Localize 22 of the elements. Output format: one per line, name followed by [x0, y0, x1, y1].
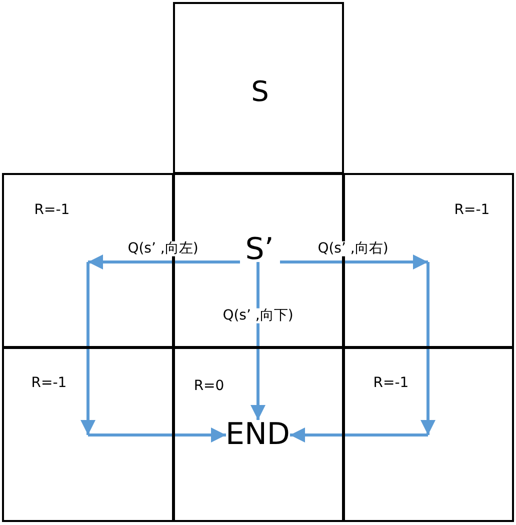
cell-label: R=-1: [34, 203, 70, 217]
state-label: S’: [240, 238, 280, 262]
arrow: [88, 254, 240, 270]
cell-label: R=-1: [454, 203, 490, 217]
arrow: [88, 428, 226, 442]
grid-cell: [173, 347, 344, 522]
arrow: [80, 262, 96, 435]
grid-cell: [173, 2, 344, 174]
arrow: [250, 262, 266, 420]
cell-label: S: [251, 78, 269, 106]
state-label: END: [226, 420, 290, 450]
cell-label: R=-1: [31, 376, 67, 390]
arrow: [290, 428, 428, 442]
arrow: [280, 254, 428, 270]
edge-label: Q(s’ ,向左): [126, 241, 200, 257]
grid-cell: [343, 347, 514, 522]
cell-label: R=-1: [373, 376, 409, 390]
cell-label: R=0: [194, 379, 224, 393]
edge-label: Q(s’ ,向右): [316, 241, 390, 257]
arrow: [420, 262, 436, 435]
edge-label: Q(s’ ,向下): [222, 308, 294, 324]
grid-cell: [2, 347, 174, 522]
